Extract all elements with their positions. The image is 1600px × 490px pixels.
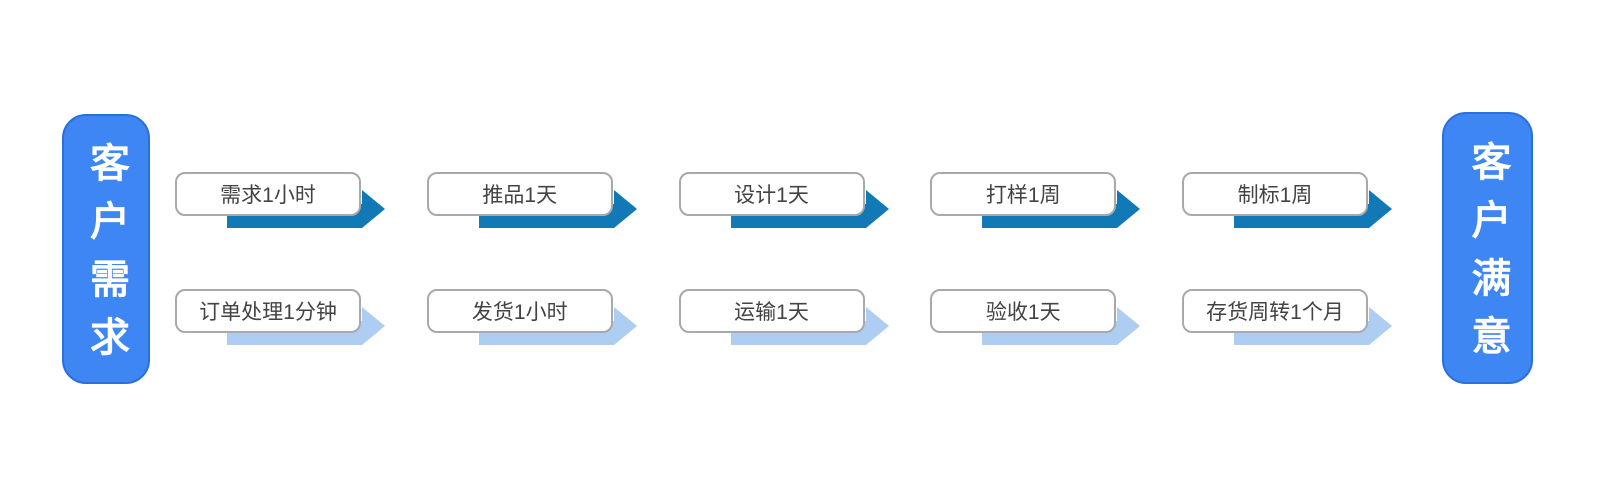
step-box: 制标1周 — [1182, 172, 1368, 216]
step-design: 设计1天 — [678, 172, 889, 228]
step-labeling: 制标1周 — [1182, 172, 1392, 228]
step-shipping: 发货1小时 — [426, 289, 637, 345]
step-label: 验收1天 — [985, 301, 1061, 324]
step-sampling: 打样1周 — [930, 172, 1141, 228]
step-box: 验收1天 — [930, 289, 1117, 333]
step-acceptance: 验收1天 — [930, 289, 1141, 345]
customer-need-pillar: 客户需求 — [62, 114, 150, 384]
step-label: 制标1周 — [1237, 184, 1313, 207]
process-row-top: 需求1小时 推品1天 设计1天 打样1周 制标1周 — [175, 172, 1392, 232]
step-label: 发货1小时 — [471, 301, 568, 324]
step-box: 发货1小时 — [426, 289, 613, 333]
step-requirement: 需求1小时 — [175, 172, 385, 228]
step-box: 推品1天 — [426, 172, 613, 216]
step-label: 订单处理1分钟 — [199, 301, 337, 324]
step-box: 打样1周 — [930, 172, 1117, 216]
step-inventory-turnover: 存货周转1个月 — [1182, 289, 1392, 345]
process-row-bottom: 订单处理1分钟 发货1小时 运输1天 验收1天 存货周转1个月 — [175, 289, 1392, 349]
step-box: 设计1天 — [678, 172, 865, 216]
step-transport: 运输1天 — [678, 289, 889, 345]
step-label: 推品1天 — [482, 184, 558, 207]
step-label: 存货周转1个月 — [1206, 301, 1344, 324]
step-label: 打样1周 — [985, 184, 1061, 207]
step-box: 存货周转1个月 — [1182, 289, 1368, 333]
step-box: 需求1小时 — [175, 172, 361, 216]
step-product-push: 推品1天 — [426, 172, 637, 228]
step-box: 订单处理1分钟 — [175, 289, 361, 333]
customer-satisfaction-pillar: 客户满意 — [1442, 112, 1533, 384]
step-label: 运输1天 — [734, 301, 809, 324]
step-label: 设计1天 — [734, 184, 809, 207]
step-box: 运输1天 — [678, 289, 865, 333]
customer-satisfaction-label: 客户满意 — [1465, 141, 1510, 373]
customer-need-label: 客户需求 — [84, 142, 128, 374]
step-order-processing: 订单处理1分钟 — [175, 289, 385, 345]
step-label: 需求1小时 — [220, 184, 316, 207]
